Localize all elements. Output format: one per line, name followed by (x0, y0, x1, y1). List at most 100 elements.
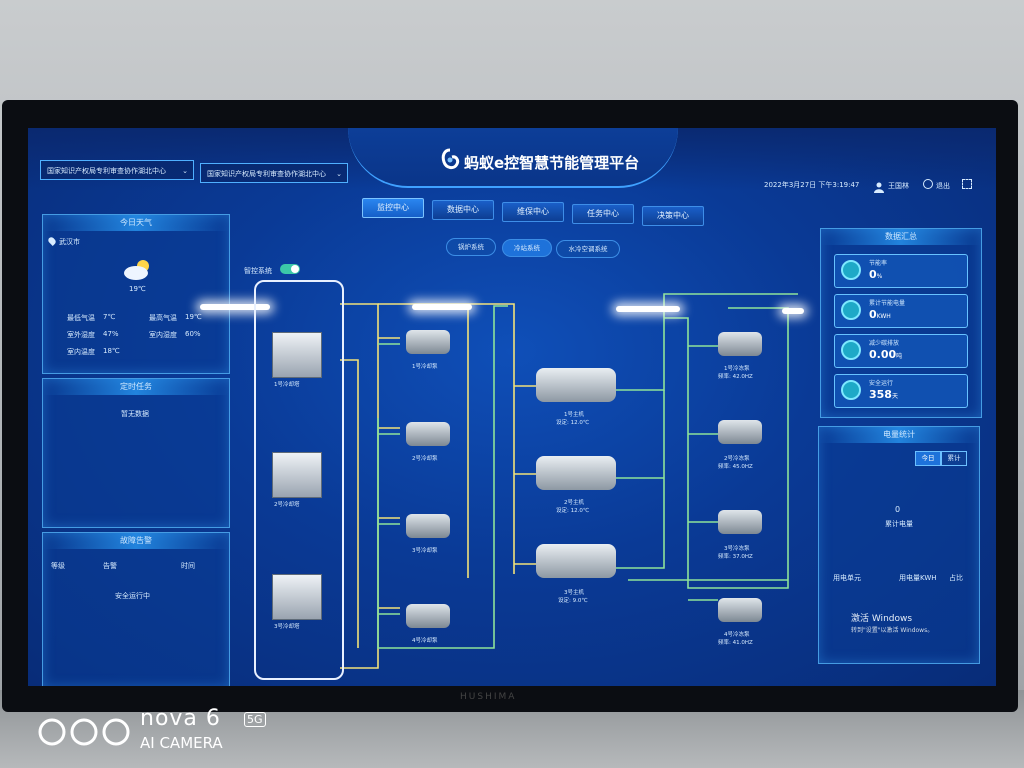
outdoor-humidity: 47% (103, 330, 119, 338)
energy-title: 数据汇总 (821, 229, 981, 245)
high-temp: 19℃ (185, 313, 202, 321)
tab-monitor[interactable]: 监控中心 (362, 198, 424, 218)
power-stats-panel: 电量统计 今日 累计 0 累计电量 用电单元 用电量KWH 占比 激活 Wind… (818, 426, 980, 664)
chiller-2-name: 2号主机 (564, 500, 584, 506)
toggle-knob (291, 265, 299, 273)
energy-saved: 累计节能电量 0KWH (834, 294, 968, 328)
watermark-model: nova 6 (140, 706, 221, 731)
chilled-pump-2[interactable] (718, 420, 762, 444)
header-arc (348, 128, 678, 188)
cooling-tower-3-label: 3号冷却塔 (274, 624, 300, 630)
chilled-pump-2-name: 2号冷冻泵 (724, 456, 750, 462)
cooling-pump-1[interactable] (406, 330, 450, 354)
faults-title: 故障告警 (43, 533, 229, 549)
cooling-pump-2[interactable] (406, 422, 450, 446)
smart-control-label: 智控系统 (244, 267, 272, 275)
carbon-reduction-label: 减少碳排放 (869, 340, 900, 347)
dashboard-screen: 蚂蚁e控智慧节能管理平台 国家知识产权局专利审查协作湖北中心 ⌄ 国家知识产权局… (28, 128, 996, 686)
tab-decision[interactable]: 决策中心 (642, 206, 704, 226)
chilled-pump-4-freq: 频率: 41.0HZ (718, 640, 753, 646)
cooling-tower-2-label: 2号冷却塔 (274, 502, 300, 508)
safe-operation: 安全运行 358天 (834, 374, 968, 408)
light-reflection (782, 308, 804, 314)
watermark-camera: AI CAMERA (140, 734, 223, 752)
chiller-1-name: 1号主机 (564, 412, 584, 418)
leaf-icon (841, 260, 861, 280)
safe-operation-label: 安全运行 (869, 380, 894, 387)
user-name[interactable]: 王国林 (888, 182, 909, 190)
high-temp-label: 最高气温 (149, 314, 177, 322)
energy-saving-rate-label: 节能率 (869, 260, 888, 267)
fault-alarm-panel: 故障告警 等级 告警 时间 安全运行中 (42, 532, 230, 686)
weather-city: 武汉市 (59, 238, 80, 246)
power-title: 电量统计 (819, 427, 979, 443)
windows-activation-title: 激活 Windows (851, 614, 913, 624)
smart-control-toggle[interactable] (280, 264, 300, 274)
fullscreen-icon[interactable] (962, 179, 972, 189)
bolt-icon (841, 300, 861, 320)
light-reflection (200, 304, 270, 310)
subtab-water-ac[interactable]: 水冷空调系统 (556, 240, 620, 258)
power-value: 0 (895, 505, 901, 514)
cooling-tower-2[interactable] (272, 452, 322, 498)
tab-data[interactable]: 数据中心 (432, 200, 494, 220)
watermark-5g-badge: 5G (244, 712, 266, 727)
cooling-pump-2-label: 2号冷却泵 (412, 456, 438, 462)
tab-cumulative[interactable]: 累计 (941, 451, 967, 466)
windows-activation-hint: 转到"设置"以激活 Windows。 (851, 627, 934, 634)
cooling-tower-1[interactable] (272, 332, 322, 378)
cooling-pump-4[interactable] (406, 604, 450, 628)
fault-col-time: 时间 (181, 562, 195, 570)
camera-rings-icon (38, 716, 132, 752)
datetime: 2022年3月27日 下午3:19:47 (764, 181, 860, 189)
scheduled-tasks-panel: 定时任务 暂无数据 (42, 378, 230, 528)
carbon-reduction: 减少碳排放 0.00吨 (834, 334, 968, 368)
light-reflection (412, 304, 472, 310)
subtab-chiller-plant[interactable]: 冷站系统 (502, 239, 552, 257)
energy-saving-rate-value: 0% (869, 268, 883, 281)
energy-saved-label: 累计节能电量 (869, 300, 906, 307)
light-reflection (616, 306, 680, 312)
bezel-brand: HUSHIMA (460, 692, 517, 702)
fault-col-alarm: 告警 (103, 562, 117, 570)
shield-icon (841, 380, 861, 400)
chilled-pump-4[interactable] (718, 598, 762, 622)
energy-saving-rate: 节能率 0% (834, 254, 968, 288)
power-col-unit: 用电单元 (833, 574, 861, 582)
cooling-tower-3[interactable] (272, 574, 322, 620)
chevron-down-icon: ⌄ (182, 167, 188, 175)
subtab-boiler[interactable]: 锅炉系统 (446, 238, 496, 256)
chiller-2[interactable] (536, 456, 616, 490)
cooling-pump-4-label: 4号冷却泵 (412, 638, 438, 644)
power-icon (923, 179, 933, 189)
chilled-pump-1[interactable] (718, 332, 762, 356)
org-select-1[interactable]: 国家知识产权局专利审查协作湖北中心 ⌄ (40, 160, 194, 180)
tasks-empty: 暂无数据 (121, 410, 149, 418)
safe-operation-value: 358天 (869, 388, 898, 401)
chiller-3-setting: 设定: 9.0℃ (558, 598, 588, 604)
tab-today[interactable]: 今日 (915, 451, 941, 466)
chilled-pump-4-name: 4号冷冻泵 (724, 632, 750, 638)
tasks-title: 定时任务 (43, 379, 229, 395)
chiller-1[interactable] (536, 368, 616, 402)
chevron-down-icon: ⌄ (336, 170, 342, 178)
fault-col-level: 等级 (51, 562, 65, 570)
tab-maintenance[interactable]: 维保中心 (502, 202, 564, 222)
indoor-humidity: 60% (185, 330, 201, 338)
chiller-1-setting: 设定: 12.0℃ (556, 420, 590, 426)
weather-panel: 今日天气 武汉市 19℃ 最低气温 7℃ 最高气温 19℃ 室外湿度 47% 室… (42, 214, 230, 374)
exit-button[interactable]: 退出 (936, 182, 950, 190)
indoor-humidity-label: 室内湿度 (149, 331, 177, 339)
org-select-2-value: 国家知识产权局专利审查协作湖北中心 (207, 170, 326, 178)
chilled-pump-3[interactable] (718, 510, 762, 534)
cooling-pump-3-label: 3号冷却泵 (412, 548, 438, 554)
user-icon (874, 178, 884, 193)
cooling-pump-3[interactable] (406, 514, 450, 538)
chiller-3[interactable] (536, 544, 616, 578)
chilled-pump-1-name: 1号冷冻泵 (724, 366, 750, 372)
fault-status: 安全运行中 (115, 592, 150, 600)
power-col-kwh: 用电量KWH (899, 574, 937, 582)
tab-task[interactable]: 任务中心 (572, 204, 634, 224)
weather-title: 今日天气 (43, 215, 229, 231)
org-select-2[interactable]: 国家知识产权局专利审查协作湖北中心 ⌄ (200, 163, 348, 183)
